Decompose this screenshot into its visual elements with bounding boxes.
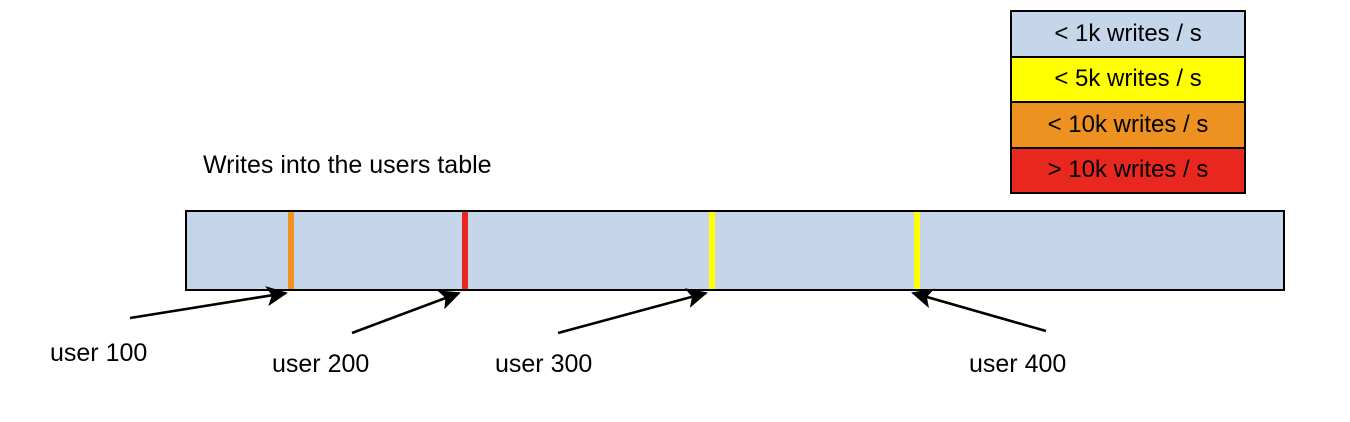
- hotspot-stripe-user-300: [709, 212, 715, 289]
- legend-label-under-5k: < 5k writes / s: [1054, 65, 1202, 93]
- arrow-user-400: [911, 288, 1047, 333]
- users-table-keyspace-bar: [185, 210, 1285, 291]
- user-label-200: user 200: [272, 350, 370, 378]
- user-label-300: user 300: [495, 350, 593, 378]
- legend-row-over-10k: > 10k writes / s: [1012, 148, 1244, 192]
- hotspot-stripe-user-400: [914, 212, 920, 289]
- hotspot-stripe-user-100: [288, 212, 294, 289]
- hotspot-stripe-user-200: [462, 212, 468, 289]
- chart-title: Writes into the users table: [203, 151, 492, 179]
- legend-row-under-10k: < 10k writes / s: [1012, 103, 1244, 149]
- arrow-user-200: [351, 290, 461, 335]
- legend-label-under-1k: < 1k writes / s: [1054, 19, 1202, 47]
- legend-label-over-10k: > 10k writes / s: [1047, 156, 1209, 184]
- legend-label-under-10k: < 10k writes / s: [1047, 110, 1209, 138]
- write-rate-legend: < 1k writes / s < 5k writes / s < 10k wr…: [1010, 10, 1246, 194]
- legend-row-under-1k: < 1k writes / s: [1012, 12, 1244, 58]
- arrow-user-300: [557, 288, 708, 335]
- user-label-100: user 100: [50, 339, 148, 367]
- user-label-400: user 400: [969, 350, 1067, 378]
- legend-row-under-5k: < 5k writes / s: [1012, 57, 1244, 103]
- arrow-user-100: [129, 286, 288, 320]
